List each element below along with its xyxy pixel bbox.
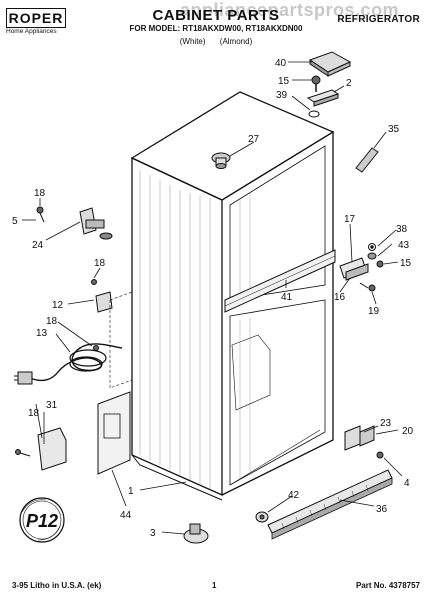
callout-5: 5 bbox=[12, 216, 18, 227]
brand-logo: ROPER bbox=[6, 8, 66, 28]
trim-piece bbox=[355, 147, 379, 173]
callout-40: 40 bbox=[275, 58, 287, 69]
header: ROPER Home Appliances appliancepartspros… bbox=[0, 0, 432, 60]
callout-31: 31 bbox=[46, 400, 58, 411]
watermark: appliancepartspros.com bbox=[180, 0, 400, 20]
appliance-category: REFRIGERATOR bbox=[337, 14, 420, 25]
model-numbers: FOR MODEL: RT18AKXDW00, RT18AKXDN00 bbox=[129, 24, 303, 33]
roller bbox=[255, 511, 269, 523]
leader-lines bbox=[22, 61, 403, 535]
callout-18-a: 18 bbox=[34, 188, 46, 199]
page-title: CABINET PARTS bbox=[152, 7, 280, 24]
callout-39: 39 bbox=[276, 90, 288, 101]
callout-17: 17 bbox=[344, 214, 356, 225]
rear-access-panel bbox=[97, 291, 133, 475]
cabinet bbox=[130, 91, 335, 501]
leg-leveler-left bbox=[36, 206, 113, 240]
bottom-hinge bbox=[344, 425, 384, 459]
callout-35: 35 bbox=[388, 124, 400, 135]
callout-27: 27 bbox=[248, 134, 260, 145]
callouts: 40 15 2 39 27 35 18 5 24 18 12 18 13 31 … bbox=[12, 58, 414, 539]
hinge-spacer bbox=[308, 110, 320, 118]
power-cord bbox=[14, 343, 123, 385]
callout-3: 3 bbox=[150, 528, 156, 539]
callout-18-c: 18 bbox=[46, 316, 58, 327]
callout-41: 41 bbox=[281, 292, 293, 303]
top-hinge bbox=[306, 89, 340, 107]
callout-13: 13 bbox=[36, 328, 48, 339]
callout-24: 24 bbox=[32, 240, 44, 251]
hinge-cover bbox=[308, 51, 352, 77]
access-cover bbox=[15, 427, 67, 471]
color-options: (White) (Almond) bbox=[0, 37, 432, 46]
callout-44: 44 bbox=[120, 510, 132, 521]
callout-15-right: 15 bbox=[400, 258, 412, 269]
hinge-screw-top bbox=[311, 75, 321, 92]
callout-1: 1 bbox=[128, 486, 134, 497]
callout-4: 4 bbox=[404, 478, 410, 489]
center-hinge bbox=[339, 243, 384, 292]
print-info: 3-95 Litho in U.S.A. (ek) bbox=[12, 581, 102, 590]
color-almond: (Almond) bbox=[219, 37, 253, 46]
callout-15-top: 15 bbox=[278, 76, 290, 87]
callout-20: 20 bbox=[402, 426, 414, 437]
callout-43: 43 bbox=[398, 240, 410, 251]
brand-name: ROPER bbox=[8, 10, 64, 26]
page-number: 1 bbox=[212, 581, 217, 590]
callout-36: 36 bbox=[376, 504, 388, 515]
brand-subtitle: Home Appliances bbox=[6, 28, 57, 35]
callout-23: 23 bbox=[380, 418, 392, 429]
callout-38: 38 bbox=[396, 224, 408, 235]
leveling-leg bbox=[183, 523, 209, 544]
control-knob bbox=[211, 152, 231, 169]
callout-18-b: 18 bbox=[94, 258, 106, 269]
callout-16: 16 bbox=[334, 292, 346, 303]
part-number: Part No. 4378757 bbox=[355, 581, 420, 590]
color-white: (White) bbox=[179, 37, 206, 46]
p12-badge: P12 bbox=[19, 497, 65, 543]
divider-bar bbox=[224, 249, 336, 313]
callout-42: 42 bbox=[288, 490, 300, 501]
p12-badge-text: P12 bbox=[26, 511, 58, 531]
callout-18-d: 18 bbox=[28, 408, 40, 419]
callout-19: 19 bbox=[368, 306, 380, 317]
bracket-12 bbox=[91, 279, 113, 313]
callout-12: 12 bbox=[52, 300, 64, 311]
callout-2: 2 bbox=[346, 78, 352, 89]
toe-grille bbox=[267, 469, 393, 540]
